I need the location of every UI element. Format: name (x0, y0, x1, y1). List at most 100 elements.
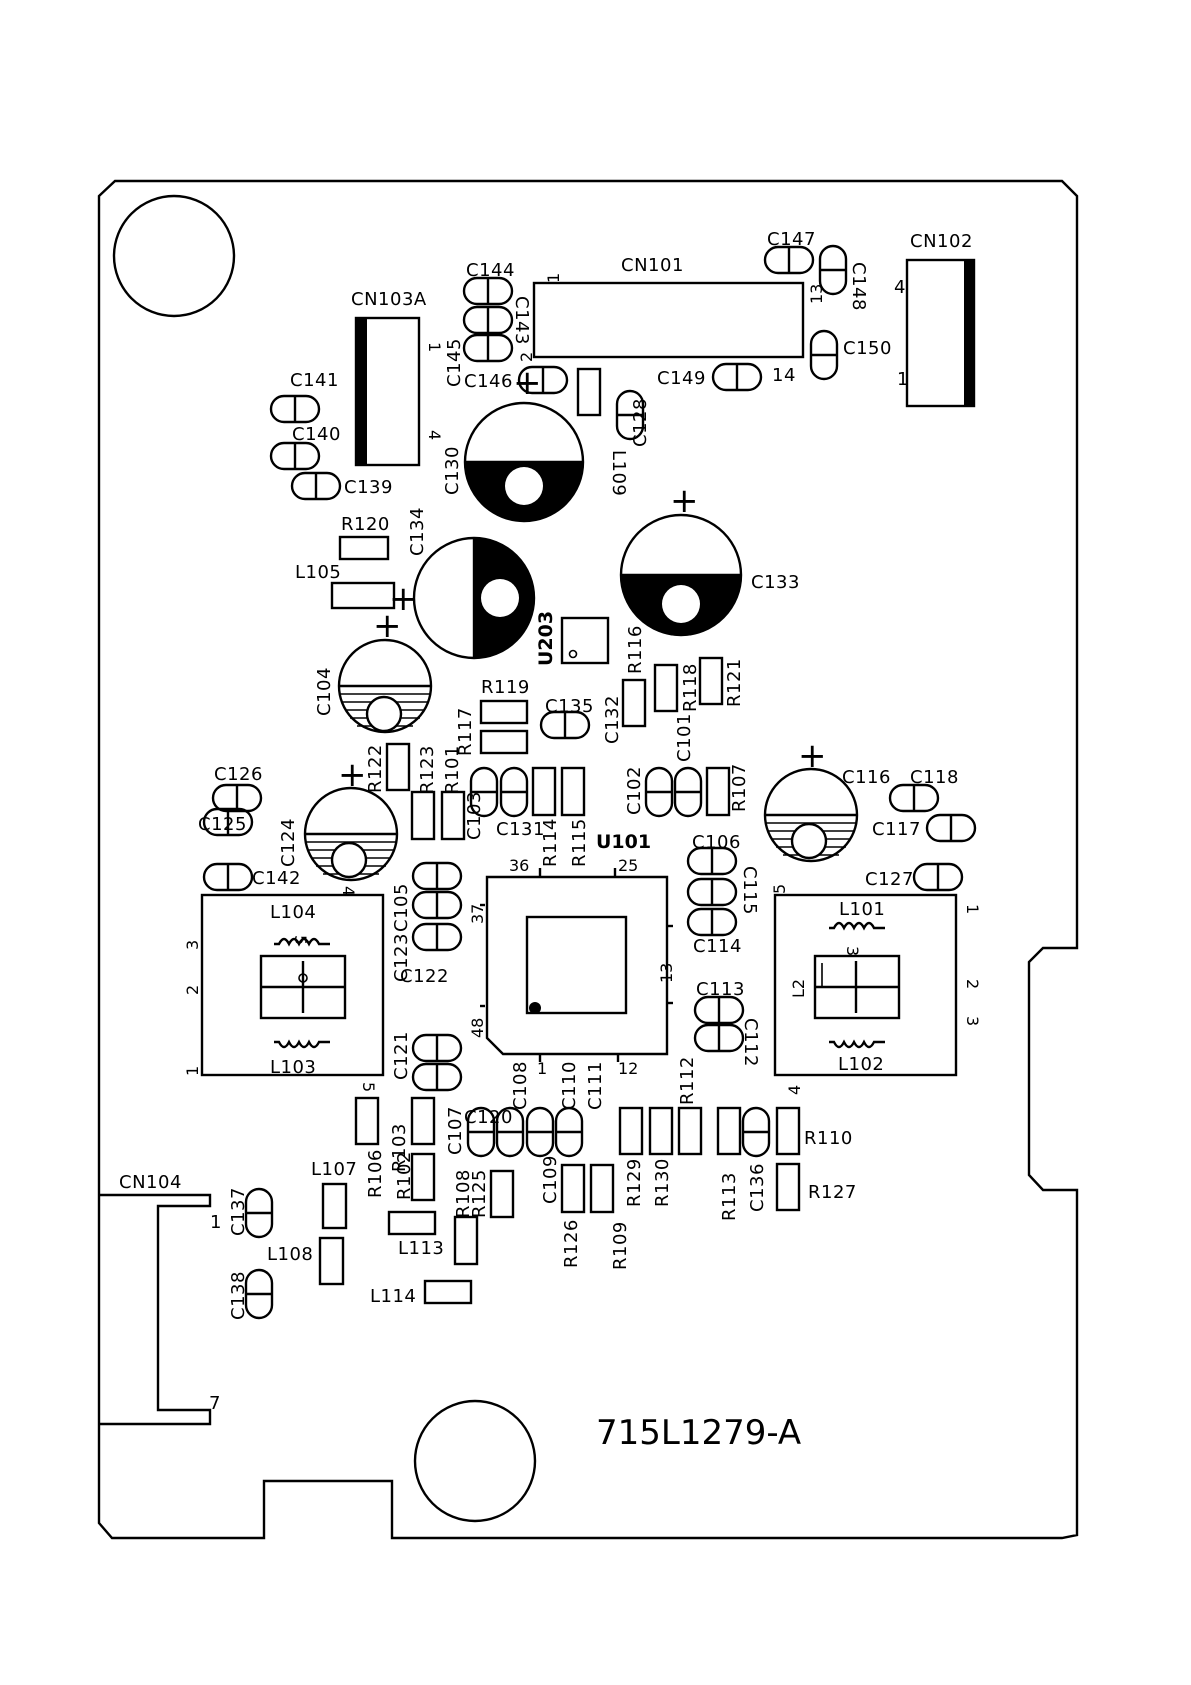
c110-label: C110 (559, 1061, 580, 1110)
svg-text:+: + (338, 755, 367, 795)
l102-label: L102 (838, 1054, 884, 1075)
cn101-pin-2: 2 (517, 352, 536, 362)
c144-label: C144 (466, 260, 515, 281)
c116-capacitor: + (763, 736, 859, 863)
c121-label: C121 (391, 1031, 412, 1080)
r129-label: R129 (624, 1158, 645, 1207)
c109-label: C109 (540, 1155, 561, 1204)
c114-label: C114 (693, 936, 742, 957)
l105-label: L105 (295, 562, 341, 583)
r115-label: R115 (569, 818, 590, 867)
c135-capacitor-body (539, 710, 591, 740)
c140-label: C140 (292, 424, 341, 445)
c126-capacitor-body (211, 783, 263, 813)
r106-body (354, 1096, 380, 1146)
r113-body (716, 1106, 742, 1156)
c137-capacitor-body (244, 1187, 274, 1239)
r109-label: R109 (610, 1221, 631, 1270)
c137-label: C137 (228, 1187, 249, 1236)
c118-capacitor-body (888, 783, 940, 813)
coil-left-pin-5: 5 (359, 1082, 378, 1092)
r108-label: R108 (453, 1169, 474, 1218)
c148-label: C148 (848, 262, 869, 311)
c102-label: C102 (624, 766, 645, 815)
c131-label: C131 (496, 819, 545, 840)
cn101-label: CN101 (621, 255, 684, 276)
l108-body (318, 1236, 345, 1286)
c108-label: C108 (510, 1061, 531, 1110)
c128-capacitor-body (615, 389, 645, 441)
c117-label: C117 (872, 819, 921, 840)
r120-body (338, 535, 390, 561)
r125-label: R125 (469, 1169, 490, 1218)
c105-label: C105 (391, 883, 412, 932)
l109-label: L109 (608, 450, 629, 496)
c125-label: C125 (198, 814, 247, 835)
r112-label: R112 (677, 1056, 698, 1105)
c103-label: C103 (464, 791, 485, 840)
coil-left-pin-5-top: 5 (291, 935, 310, 945)
cn101-pin-14: 14 (772, 365, 796, 386)
c149-capacitor-body (711, 362, 763, 392)
c124-label: C124 (278, 818, 299, 867)
u203-chip (560, 616, 610, 665)
c107-capacitor-body (466, 1106, 496, 1158)
u101-pin-13: 13 (657, 963, 676, 983)
r112-body (677, 1106, 703, 1156)
c114-capacitor-body (686, 907, 738, 937)
r129-body (618, 1106, 644, 1156)
cn102-label: CN102 (910, 231, 973, 252)
r103-body (410, 1096, 436, 1146)
r101-body (440, 790, 466, 841)
l114-label: L114 (370, 1286, 416, 1307)
c122-label: C122 (400, 966, 449, 987)
small-rect-parts (318, 367, 801, 1305)
c126-label: C126 (214, 764, 263, 785)
c128-label: C128 (630, 398, 651, 447)
coil-left-pin-2: 2 (183, 985, 202, 995)
cn102-connector (905, 258, 976, 408)
l109-body (576, 367, 602, 417)
u101-pin-36: 36 (509, 856, 529, 875)
r122-label: R122 (365, 744, 386, 793)
coil-right-pin-1: 1 (963, 904, 982, 914)
c145-label: C145 (444, 338, 465, 387)
r102-label: R102 (394, 1151, 415, 1200)
r115-body (560, 766, 586, 817)
u101-pin-37: 37 (468, 904, 487, 924)
c115-capacitor-body (686, 877, 738, 907)
c132-capacitor-body (644, 766, 674, 818)
u101-label: U101 (596, 831, 651, 853)
c135-label: C135 (545, 696, 594, 717)
r103-label: R103 (389, 1123, 410, 1172)
c133-label: C133 (751, 572, 800, 593)
coil-left-pin-1: 1 (183, 1066, 202, 1076)
r101-label: R101 (442, 745, 463, 794)
c132-label: C132 (602, 695, 623, 744)
c102-capacitor-body (673, 766, 703, 818)
c130-label: C130 (442, 446, 463, 495)
r110-body (775, 1106, 801, 1156)
c118-label: C118 (910, 767, 959, 788)
c108-capacitor-body (495, 1106, 525, 1158)
cn103a-label: CN103A (351, 289, 427, 310)
board-outline (97, 179, 1079, 1540)
r127-body (775, 1162, 801, 1212)
c141-label: C141 (290, 370, 339, 391)
r126-label: R126 (561, 1219, 582, 1268)
r118-body (653, 663, 679, 713)
coil-right-pin-3-top: 3 (843, 946, 862, 956)
r108-body (453, 1215, 479, 1266)
coil-right-pin-5: 5 (770, 884, 789, 894)
c105-capacitor-body (411, 861, 463, 891)
cn101-pin-1: 1 (544, 273, 563, 283)
l113-body (387, 1210, 437, 1236)
r119-label: R119 (481, 677, 530, 698)
c112-label: C112 (740, 1018, 761, 1067)
l104-label: L104 (270, 902, 316, 923)
c113-label: C113 (696, 979, 745, 1000)
c130-capacitor: + (463, 363, 585, 523)
r120-label: R120 (341, 514, 390, 535)
cn101-connector (532, 281, 805, 359)
